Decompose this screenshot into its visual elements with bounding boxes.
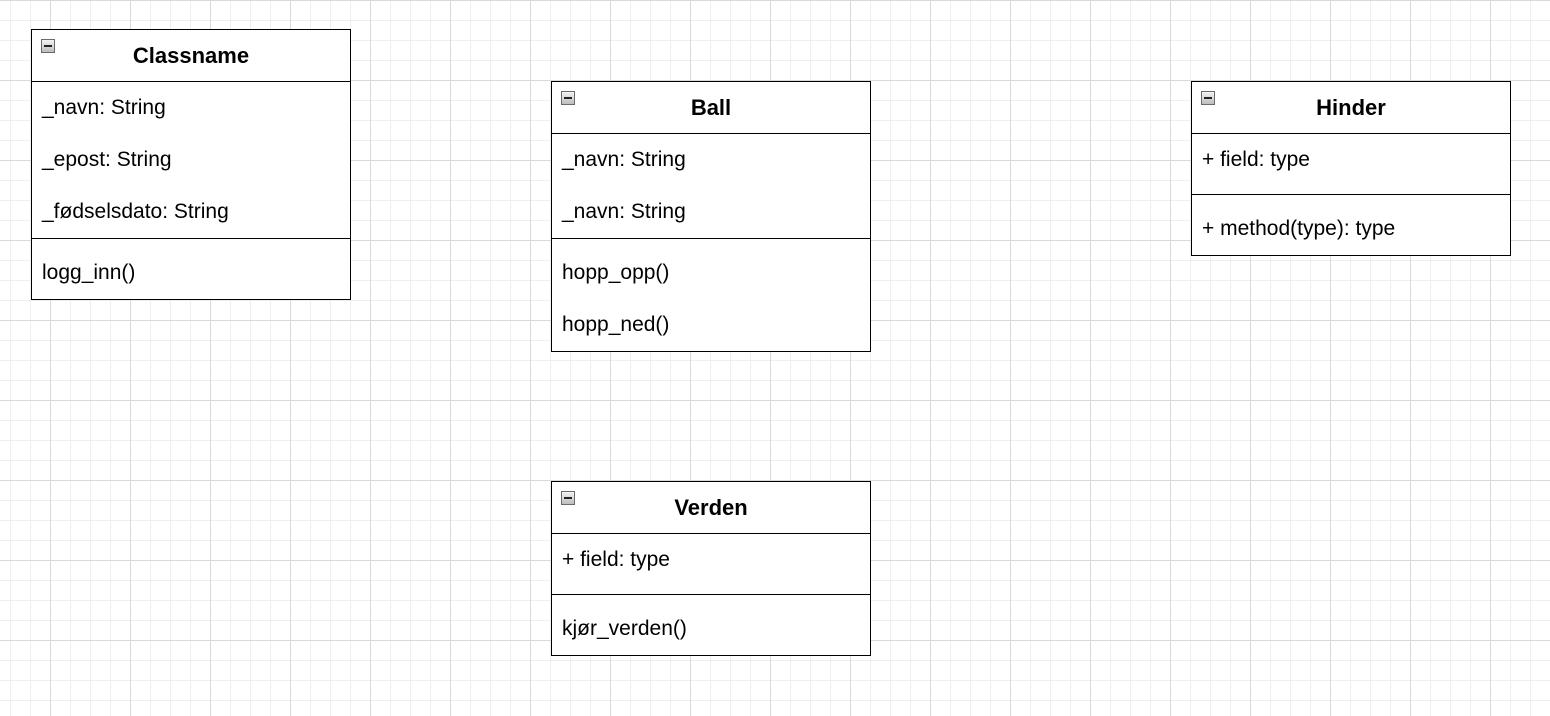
class-header[interactable]: Hinder <box>1192 82 1510 134</box>
class-header[interactable]: Classname <box>32 30 350 82</box>
methods-section: logg_inn() <box>32 238 350 299</box>
class-method[interactable]: logg_inn() <box>42 261 136 284</box>
class-box-hinder[interactable]: Hinder + field: type + method(type): typ… <box>1191 81 1511 256</box>
class-name: Hinder <box>1316 94 1386 120</box>
class-method[interactable]: hopp_ned() <box>562 313 670 336</box>
fields-section: + field: type <box>1192 134 1510 194</box>
collapse-icon[interactable] <box>561 91 575 105</box>
methods-section: kjør_verden() <box>552 594 870 655</box>
methods-section: + method(type): type <box>1192 194 1510 255</box>
collapse-icon[interactable] <box>561 491 575 505</box>
class-method[interactable]: kjør_verden() <box>562 617 687 640</box>
methods-section: hopp_opp() hopp_ned() <box>552 238 870 351</box>
fields-section: _navn: String _navn: String <box>552 134 870 238</box>
class-box-verden[interactable]: Verden + field: type kjør_verden() <box>551 481 871 656</box>
class-field[interactable]: _navn: String <box>562 148 686 171</box>
class-field[interactable]: + field: type <box>1202 148 1310 171</box>
class-field[interactable]: _navn: String <box>42 96 166 119</box>
class-method[interactable]: hopp_opp() <box>562 261 670 284</box>
class-field[interactable]: _epost: String <box>42 148 172 171</box>
class-header[interactable]: Ball <box>552 82 870 134</box>
collapse-icon[interactable] <box>41 39 55 53</box>
collapse-icon[interactable] <box>1201 91 1215 105</box>
class-header[interactable]: Verden <box>552 482 870 534</box>
class-box-classname[interactable]: Classname _navn: String _epost: String _… <box>31 29 351 300</box>
class-field[interactable]: + field: type <box>562 548 670 571</box>
class-method[interactable]: + method(type): type <box>1202 217 1396 240</box>
class-name: Ball <box>690 94 732 120</box>
fields-section: + field: type <box>552 534 870 594</box>
fields-section: _navn: String _epost: String _fødselsdat… <box>32 82 350 238</box>
class-name: Classname <box>132 42 250 68</box>
class-box-ball[interactable]: Ball _navn: String _navn: String hopp_op… <box>551 81 871 352</box>
class-field[interactable]: _navn: String <box>562 200 686 223</box>
class-field[interactable]: _fødselsdato: String <box>42 200 229 223</box>
class-name: Verden <box>674 494 748 520</box>
